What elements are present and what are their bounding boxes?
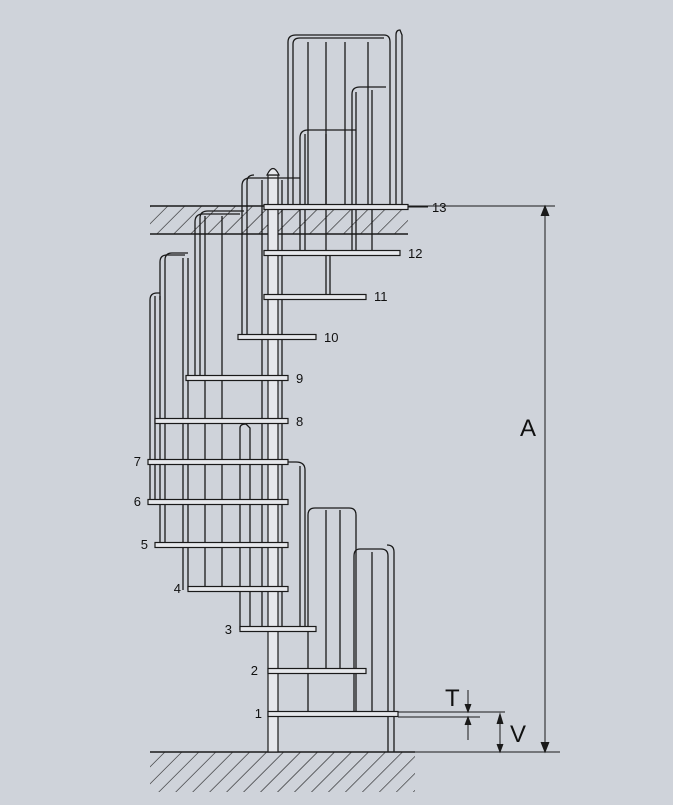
lower-railing: [288, 461, 395, 752]
dimension-label-T: T: [445, 685, 460, 712]
step-label-12: 12: [408, 246, 422, 261]
tread-8: [154, 417, 289, 425]
ground-floor: [150, 751, 415, 792]
dimension-label-A: A: [520, 415, 536, 442]
step-label-10: 10: [324, 330, 338, 345]
upper-railing: [287, 29, 403, 295]
tread-10: [237, 333, 317, 341]
tread-1: [267, 710, 399, 718]
tread-6: [147, 498, 289, 506]
tread-4: [187, 585, 289, 593]
tread-11: [263, 293, 367, 301]
step-label-3: 3: [225, 622, 232, 637]
tread-7: [147, 458, 289, 466]
upper-floor-slab: [150, 205, 408, 235]
dimension-T-V: [398, 690, 505, 754]
tread-2: [267, 667, 367, 675]
step-label-8: 8: [296, 414, 303, 429]
step-label-1: 1: [255, 706, 262, 721]
step-label-2: 2: [251, 663, 258, 678]
step-label-13: 13: [432, 200, 446, 215]
dimension-label-V: V: [510, 721, 526, 748]
tread-5: [154, 541, 289, 549]
tread-9: [185, 374, 289, 382]
step-label-11: 11: [374, 289, 388, 304]
dimension-A: [408, 204, 560, 754]
tread-3: [239, 625, 317, 633]
step-label-5: 5: [141, 537, 148, 552]
treads: [147, 203, 409, 718]
tread-13: [263, 203, 409, 211]
step-label-4: 4: [174, 581, 181, 596]
step-label-7: 7: [134, 454, 141, 469]
tread-12: [263, 249, 401, 257]
step-label-9: 9: [296, 371, 303, 386]
step-label-6: 6: [134, 494, 141, 509]
